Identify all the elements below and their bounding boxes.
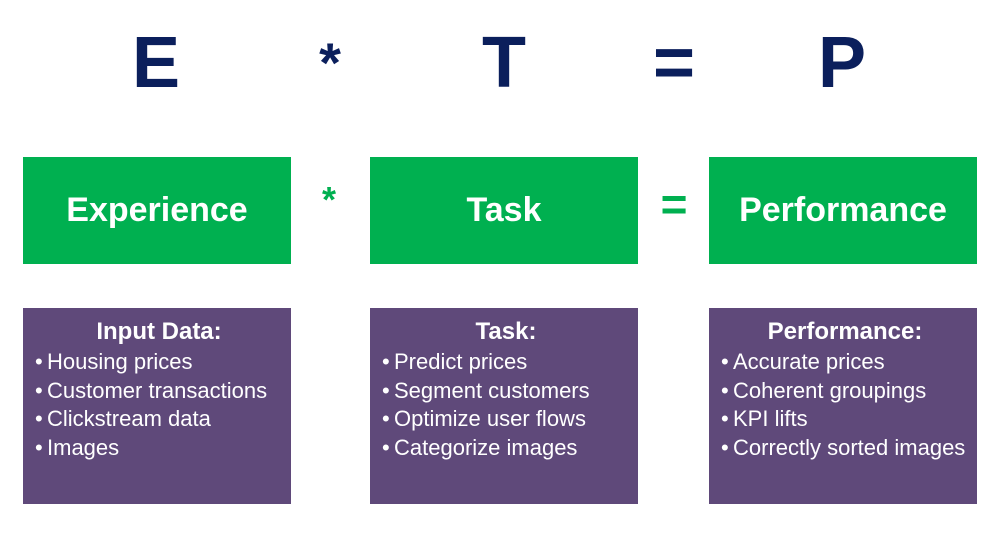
performance-detail-list: •Accurate prices •Coherent groupings •KP… <box>721 348 969 462</box>
task-detail-list: •Predict prices •Segment customers •Opti… <box>382 348 630 462</box>
list-item: •Customer transactions <box>35 377 268 403</box>
input-data-title: Input Data: <box>96 318 222 345</box>
task-label: Task <box>466 191 542 229</box>
list-item: •Optimize user flows <box>382 406 586 431</box>
middle-operator-multiply: * <box>321 179 336 220</box>
input-data-box: Input Data: •Housing prices •Customer tr… <box>23 308 291 504</box>
task-detail-title: Task: <box>475 318 537 345</box>
performance-label: Performance <box>739 191 947 229</box>
performance-detail-title: Performance: <box>767 318 923 345</box>
list-item: •KPI lifts <box>721 406 808 431</box>
performance-box: Performance <box>709 157 977 264</box>
experience-box: Experience <box>23 157 291 264</box>
formula-operator-equals: = <box>652 23 696 103</box>
experience-label: Experience <box>66 191 248 229</box>
formula-letter-p: P <box>817 23 867 103</box>
input-data-list: •Housing prices •Customer transactions •… <box>35 348 283 462</box>
list-item: •Segment customers <box>382 377 590 403</box>
list-item: •Images <box>35 434 120 460</box>
list-item: •Correctly sorted images <box>721 434 966 460</box>
list-item: •Clickstream data <box>35 406 211 431</box>
list-item: •Accurate prices <box>721 349 885 374</box>
list-item: •Predict prices <box>382 349 528 374</box>
task-detail-box: Task: •Predict prices •Segment customers… <box>370 308 638 504</box>
list-item: •Categorize images <box>382 434 578 460</box>
formula-operator-multiply: * <box>319 31 341 94</box>
list-item: •Coherent groupings <box>721 377 927 403</box>
list-item: •Housing prices <box>35 349 193 374</box>
performance-detail-box: Performance: •Accurate prices •Coherent … <box>709 308 977 504</box>
task-box: Task <box>370 157 638 264</box>
formula-letter-e: E <box>131 23 181 103</box>
formula-letter-t: T <box>482 23 526 103</box>
middle-operator-equals: = <box>660 178 688 230</box>
